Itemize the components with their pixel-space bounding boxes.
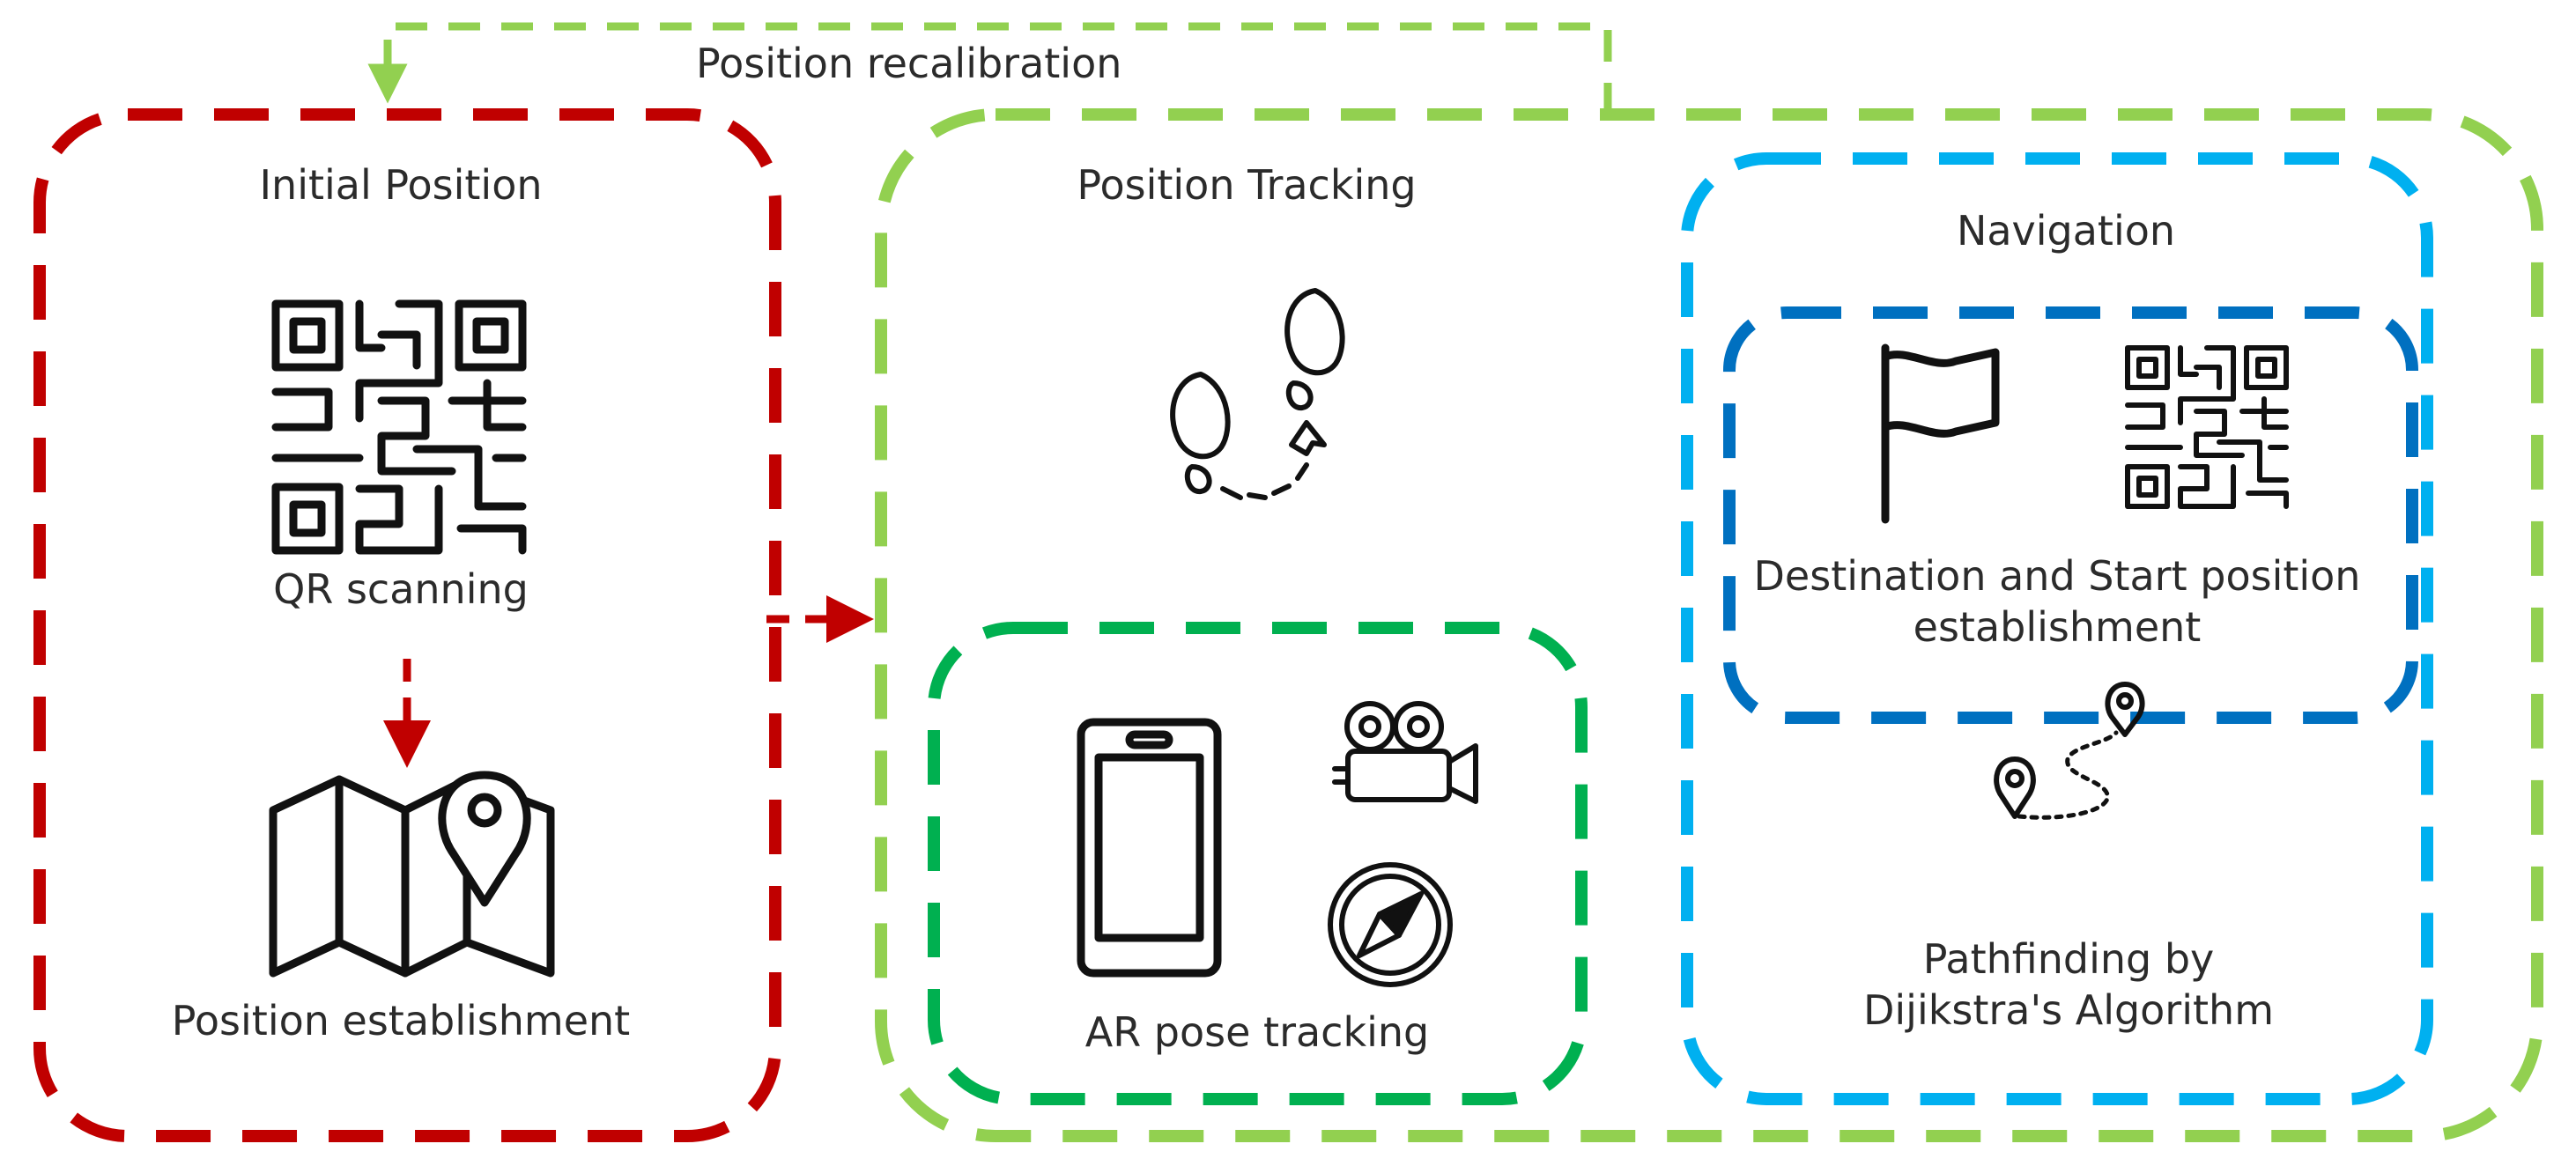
ar-pose-tracking-label: AR pose tracking [1085, 1008, 1429, 1056]
navigation-box [1681, 152, 2433, 1105]
position-tracking-title: Position Tracking [1077, 161, 1416, 209]
position-tracking-box [875, 108, 2543, 1142]
position-establishment-label: Position establishment [172, 997, 630, 1044]
recalibration-connector [367, 22, 1612, 114]
qr-code-icon [271, 299, 527, 555]
route-icon [1994, 682, 2145, 820]
pathfinding-label-line2: Dijikstra's Algorithm [1863, 986, 2274, 1034]
video-camera-icon [1332, 701, 1478, 804]
destination-label-line2: establishment [1913, 603, 2202, 651]
compass-icon [1328, 862, 1453, 987]
qr-scanning-label: QR scanning [273, 565, 529, 613]
map-pin-icon [269, 771, 555, 978]
navigation-title: Navigation [1957, 207, 2175, 255]
recalibration-label: Position recalibration [696, 40, 1121, 87]
footsteps-icon [1170, 288, 1345, 500]
initial-position-title: Initial Position [259, 161, 542, 209]
qr-code-small-icon [2125, 345, 2289, 509]
destination-label-line1: Destination and Start position [1754, 552, 2361, 600]
initial-position-box [33, 108, 781, 1142]
ar-pose-tracking-box [928, 622, 1588, 1105]
pathfinding-label-line1: Pathfinding by [1923, 935, 2215, 983]
destination-box [1723, 306, 2418, 724]
flag-icon [1881, 343, 2000, 524]
smartphone-icon [1077, 718, 1222, 978]
